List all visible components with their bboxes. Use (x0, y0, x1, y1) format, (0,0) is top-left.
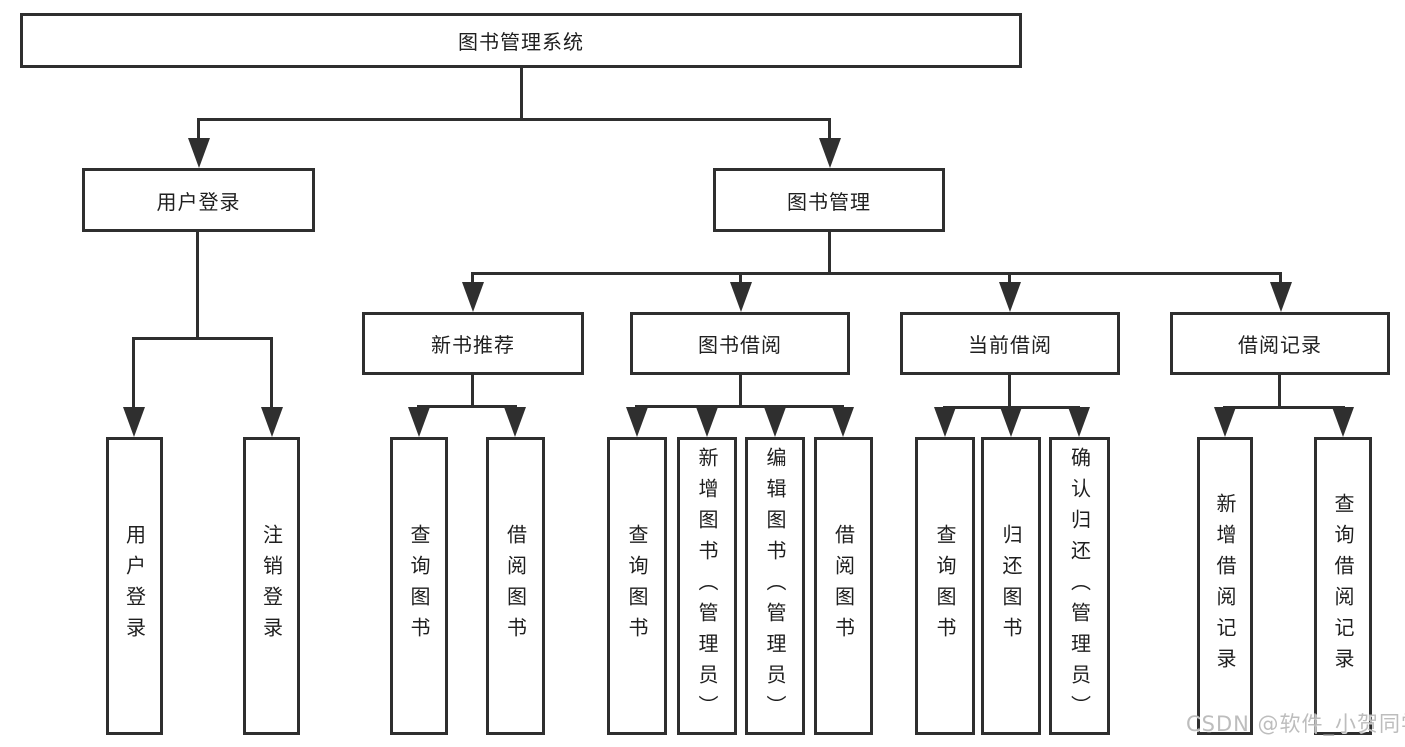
node-book-borrow: 图书借阅 (630, 312, 850, 375)
node-root: 图书管理系统 (20, 13, 1022, 68)
leaf-cb-return-book: 归还图书 (981, 437, 1041, 735)
connector-root-vertical (520, 68, 523, 121)
connector-stem-book-mgmt (828, 121, 831, 141)
node-user-login-label: 用户登录 (156, 189, 241, 214)
connector-user-login-vertical (196, 232, 199, 337)
leaf-br-query-record-label: 查询借阅记录 (1331, 493, 1355, 679)
node-new-book-rec: 新书推荐 (362, 312, 584, 375)
leaf-bb-borrow-book: 借阅图书 (814, 437, 873, 735)
leaf-br-query-record: 查询借阅记录 (1314, 437, 1372, 735)
leaf-rec-query-book-label: 查询图书 (407, 524, 431, 648)
connector-stem-book-borrow (739, 275, 742, 285)
arrow-down-icon (832, 407, 854, 437)
leaf-logout: 注销登录 (243, 437, 300, 735)
connector-current-borrow-vertical (1008, 375, 1011, 406)
arrow-down-icon (764, 407, 786, 437)
arrow-down-icon (999, 282, 1021, 312)
leaf-rec-query-book: 查询图书 (390, 437, 448, 735)
arrow-down-icon (504, 407, 526, 437)
arrow-down-icon (261, 407, 283, 437)
connector-borrow-records-horizontal (1223, 406, 1345, 409)
arrow-down-icon (123, 407, 145, 437)
connector-stem-current-borrow (1008, 275, 1011, 285)
leaf-bb-add-book: 新增图书（管理员） (677, 437, 737, 735)
node-current-borrow-label: 当前借阅 (968, 333, 1052, 357)
connector-borrow-records-vertical (1278, 375, 1281, 406)
connector-new-book-rec-horizontal (417, 405, 517, 408)
leaf-bb-borrow-book-label: 借阅图书 (831, 524, 856, 648)
connector-stem-user-login (197, 121, 200, 141)
node-current-borrow: 当前借阅 (900, 312, 1120, 375)
arrow-down-icon (696, 407, 718, 437)
arrow-down-icon (462, 282, 484, 312)
connector-stem-new-book-rec (471, 275, 474, 285)
arrow-down-icon (730, 282, 752, 312)
arrow-down-icon (819, 138, 841, 168)
leaf-bb-query-book: 查询图书 (607, 437, 667, 735)
arrow-down-icon (1068, 407, 1090, 437)
node-book-mgmt-label: 图书管理 (787, 189, 871, 214)
node-book-borrow-label: 图书借阅 (698, 333, 782, 357)
leaf-cb-return-book-label: 归还图书 (999, 524, 1023, 648)
node-borrow-records: 借阅记录 (1170, 312, 1390, 375)
leaf-user-login-label: 用户登录 (122, 524, 147, 648)
leaf-rec-borrow-book-label: 借阅图书 (503, 524, 528, 648)
arrow-down-icon (1000, 407, 1022, 437)
leaf-rec-borrow-book: 借阅图书 (486, 437, 545, 735)
leaf-cb-query-book-label: 查询图书 (933, 524, 957, 648)
arrow-down-icon (1270, 282, 1292, 312)
connector-root-horizontal (197, 118, 831, 121)
leaf-bb-query-book-label: 查询图书 (625, 524, 649, 648)
arrow-down-icon (408, 407, 430, 437)
connector-user-login-horizontal (132, 337, 273, 340)
leaf-bb-edit-book-label: 编辑图书（管理员） (763, 446, 787, 726)
connector-stem-leaf-login (132, 340, 135, 408)
connector-stem-leaf-logout (270, 340, 273, 408)
leaf-user-login: 用户登录 (106, 437, 163, 735)
node-root-label: 图书管理系统 (458, 30, 584, 54)
leaf-bb-edit-book: 编辑图书（管理员） (745, 437, 805, 735)
connector-book-borrow-vertical (739, 375, 742, 405)
connector-book-mgmt-horizontal (471, 272, 1282, 275)
connector-new-book-rec-vertical (471, 375, 474, 405)
leaf-logout-label: 注销登录 (259, 524, 284, 648)
arrow-down-icon (1214, 407, 1236, 437)
node-book-mgmt: 图书管理 (713, 168, 945, 232)
arrow-down-icon (188, 138, 210, 168)
leaf-br-add-record-label: 新增借阅记录 (1213, 493, 1237, 679)
leaf-cb-confirm-return: 确认归还（管理员） (1049, 437, 1110, 735)
leaf-cb-query-book: 查询图书 (915, 437, 975, 735)
csdn-watermark: CSDN @软件_小贺同学 (1186, 712, 1405, 736)
node-new-book-rec-label: 新书推荐 (431, 333, 515, 357)
leaf-br-add-record: 新增借阅记录 (1197, 437, 1253, 735)
connector-book-mgmt-vertical (828, 232, 831, 272)
leaf-cb-confirm-return-label: 确认归还（管理员） (1067, 446, 1092, 726)
arrow-down-icon (626, 407, 648, 437)
arrow-down-icon (934, 407, 956, 437)
connector-stem-borrow-records (1279, 275, 1282, 285)
node-borrow-records-label: 借阅记录 (1238, 333, 1322, 357)
node-user-login: 用户登录 (82, 168, 315, 232)
leaf-bb-add-book-label: 新增图书（管理员） (695, 446, 719, 726)
arrow-down-icon (1332, 407, 1354, 437)
connector-book-borrow-horizontal (635, 405, 844, 408)
